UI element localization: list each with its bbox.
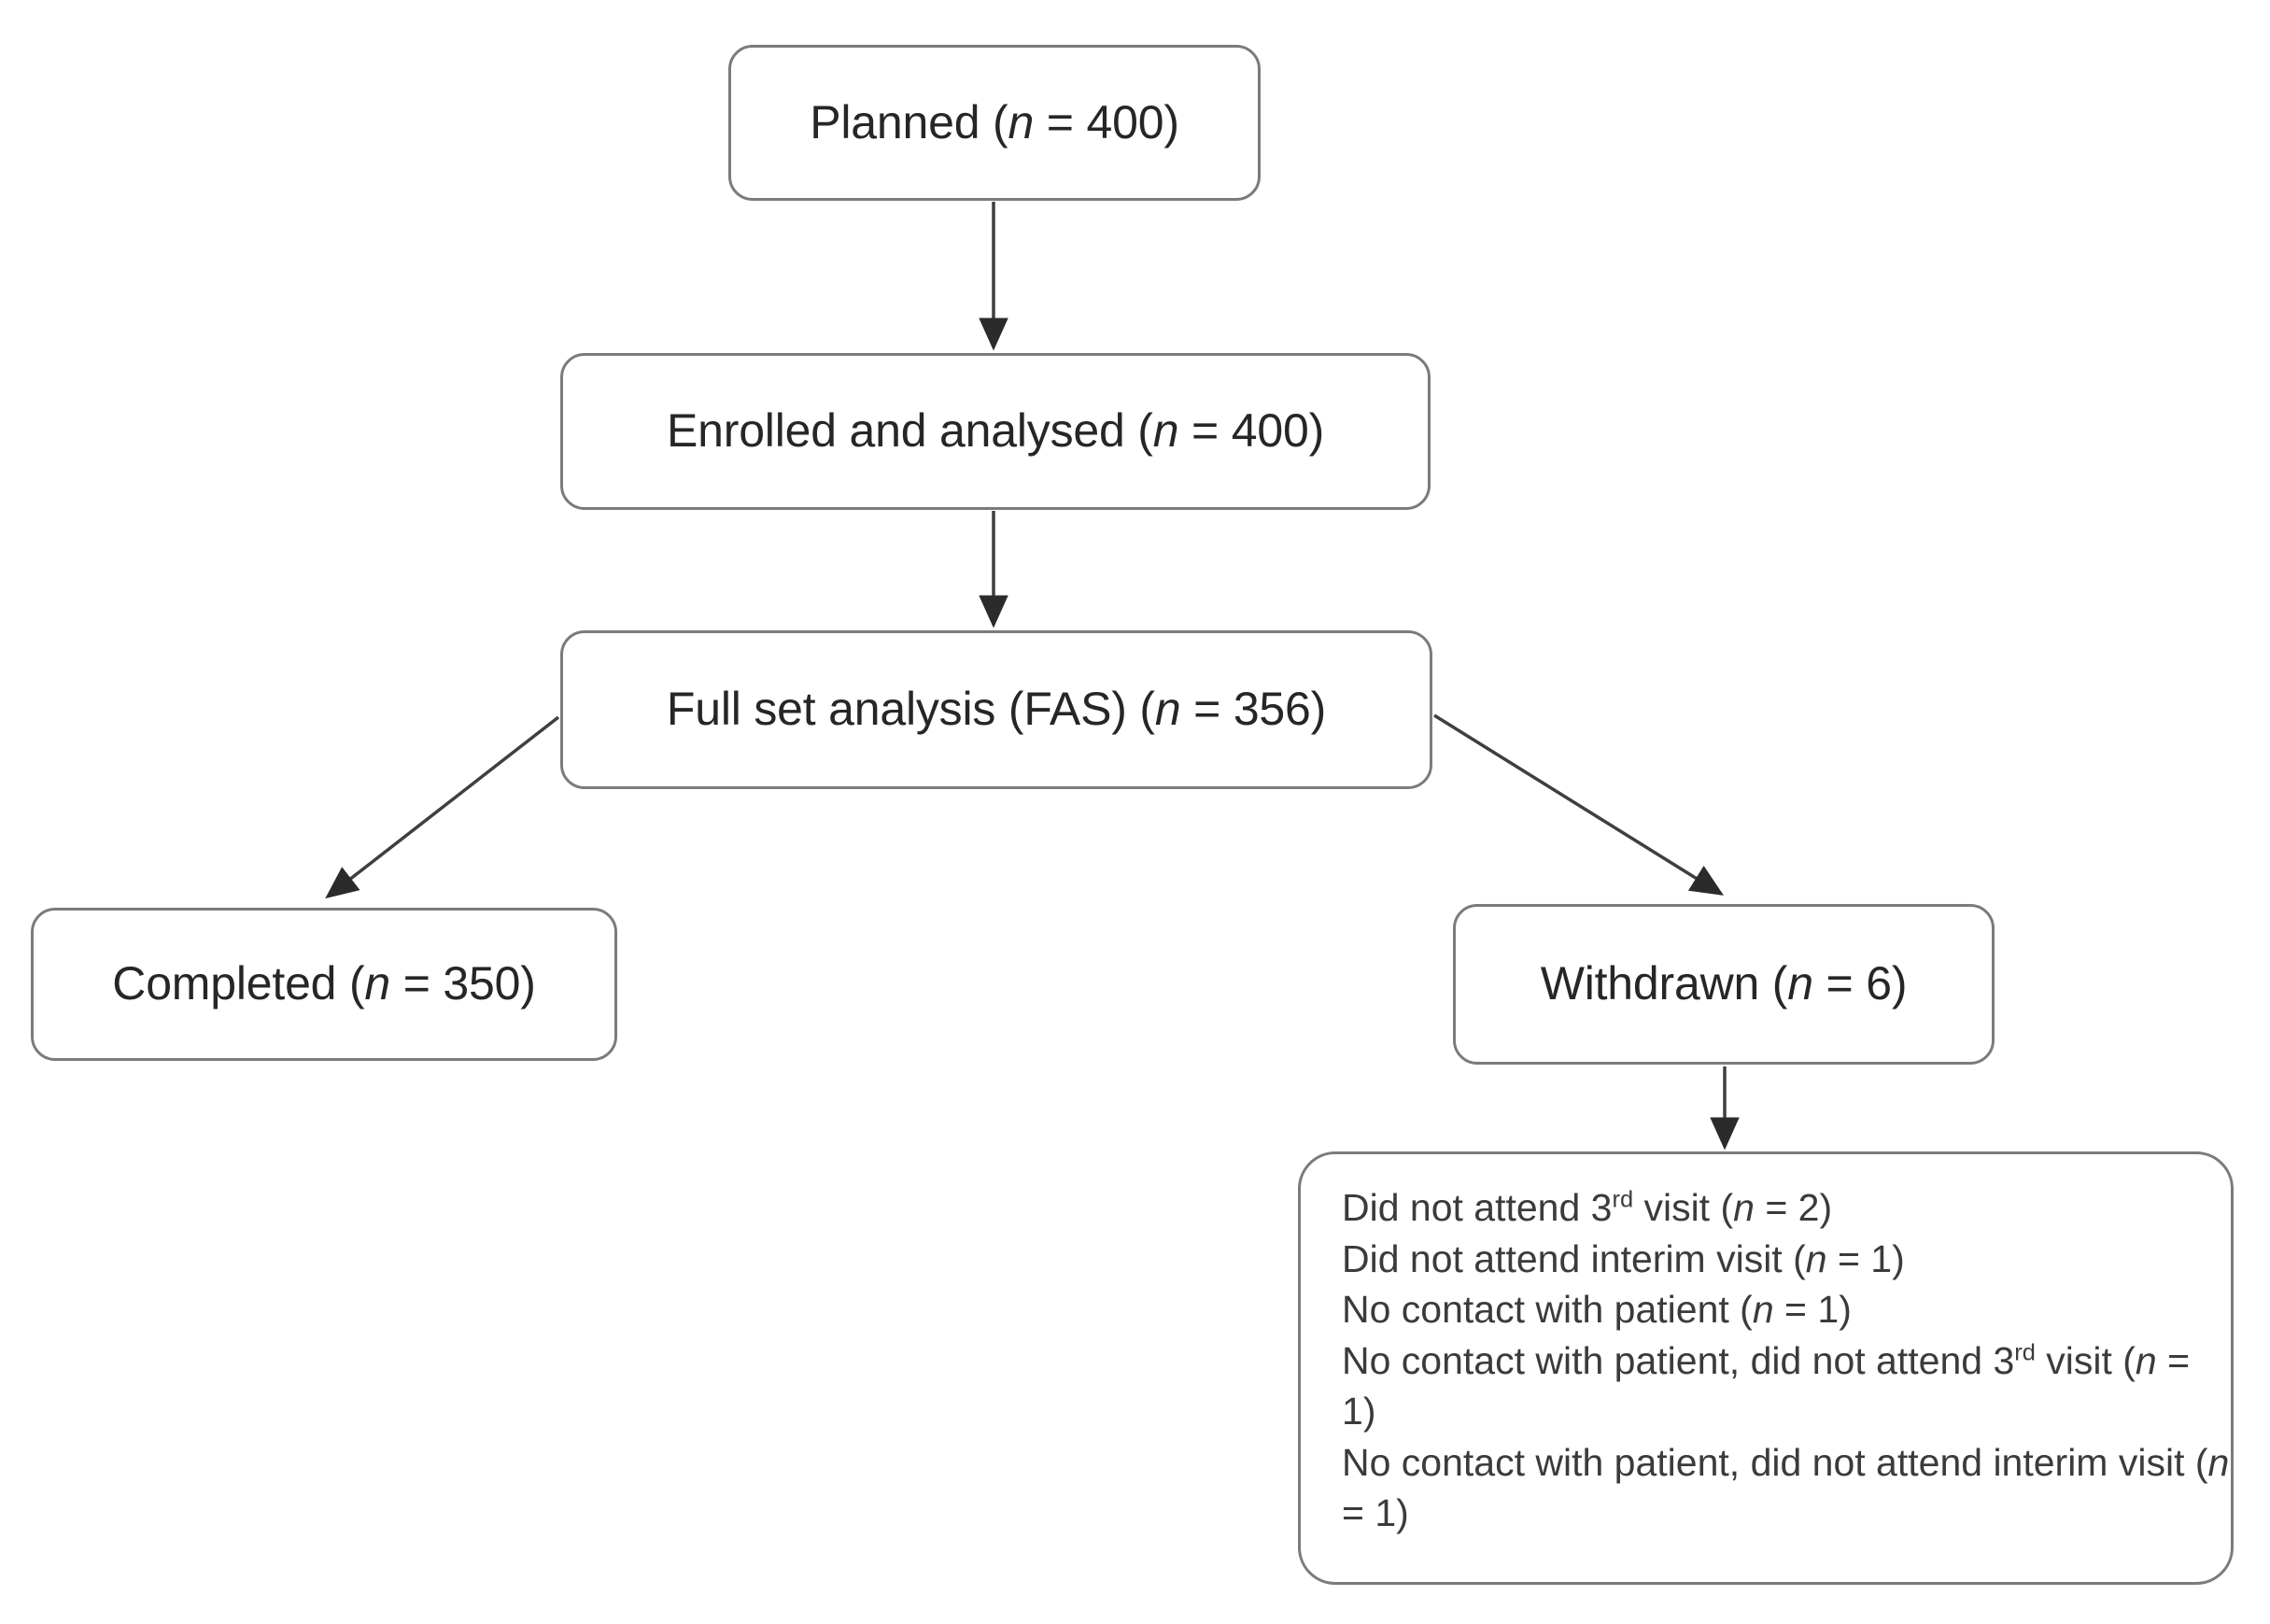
node-withdrawn[interactable]: Withdrawn (n = 6): [1453, 904, 1995, 1065]
list-item: No contact with patient, did not attend …: [1342, 1440, 2230, 1535]
node-planned[interactable]: Planned (n = 400): [728, 45, 1261, 201]
list-item: No contact with patient, did not attend …: [1342, 1338, 2191, 1433]
node-enrolled-label: Enrolled and analysed (n = 400): [666, 404, 1325, 458]
node-full-set-analysis[interactable]: Full set analysis (FAS) (n = 356): [560, 630, 1432, 789]
withdrawal-reasons-list: Did not attend 3rd visit (n = 2) Did not…: [1301, 1154, 2231, 1539]
node-fas-label: Full set analysis (FAS) (n = 356): [666, 683, 1327, 736]
list-item: Did not attend 3rd visit (n = 2): [1342, 1186, 1833, 1229]
node-completed[interactable]: Completed (n = 350): [31, 908, 617, 1061]
edge-fas-to-withdrawn: [1433, 713, 1724, 896]
list-item: No contact with patient (n = 1): [1342, 1288, 1852, 1332]
node-withdrawal-reasons[interactable]: Did not attend 3rd visit (n = 2) Did not…: [1298, 1151, 2234, 1585]
edge-fas-to-completed: [325, 715, 560, 899]
list-item: Did not attend interim visit (n = 1): [1342, 1236, 1905, 1280]
node-withdrawn-label: Withdrawn (n = 6): [1540, 957, 1908, 1010]
node-planned-label: Planned (n = 400): [810, 95, 1179, 148]
ordinal-suffix: rd: [1612, 1186, 1634, 1213]
ordinal-suffix: rd: [2014, 1338, 2036, 1365]
node-enrolled-and-analysed[interactable]: Enrolled and analysed (n = 400): [560, 353, 1431, 510]
node-completed-label: Completed (n = 350): [112, 957, 536, 1010]
